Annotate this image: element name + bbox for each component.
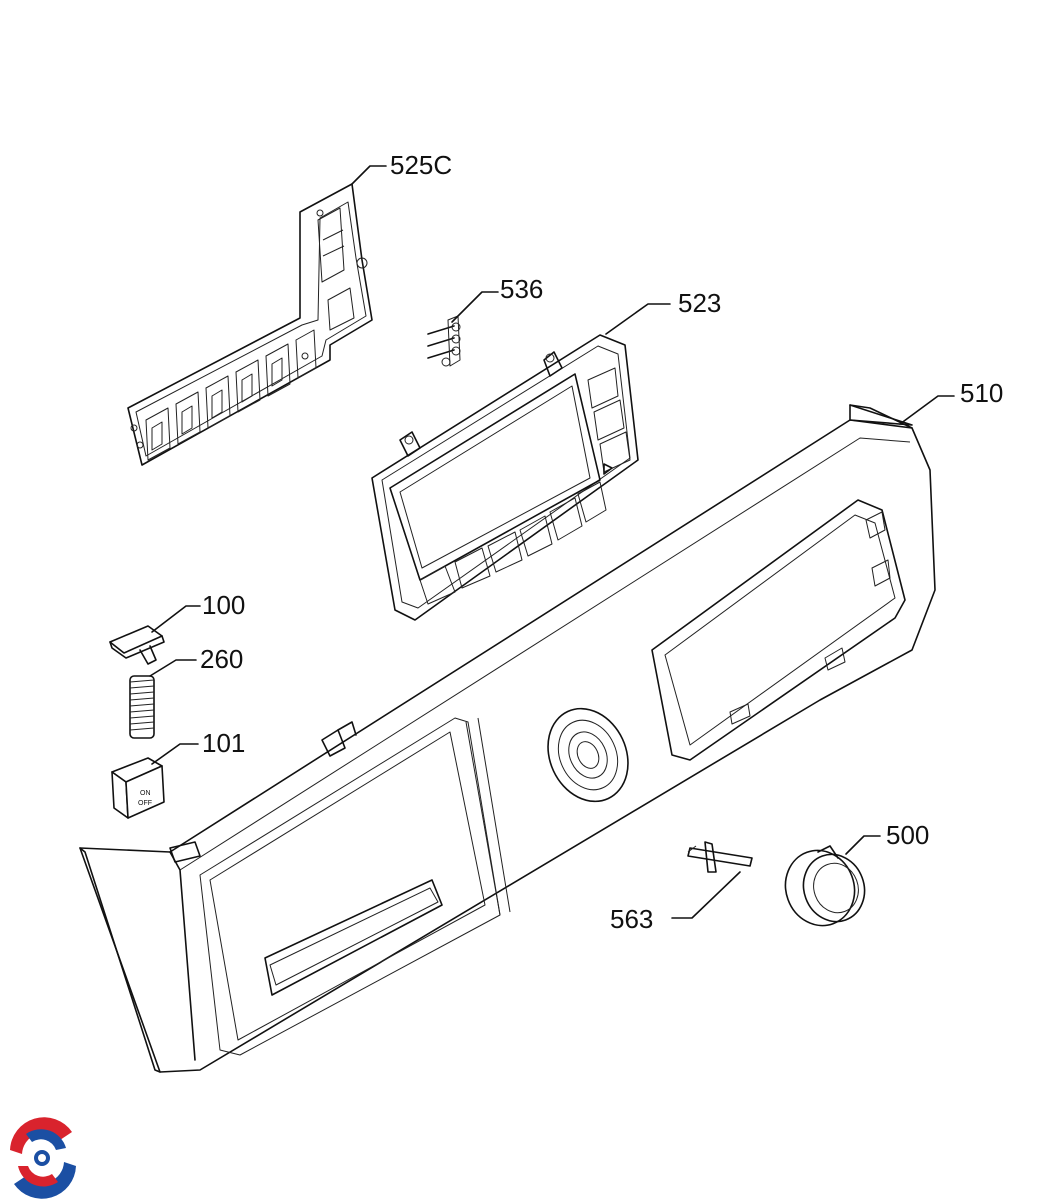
callout-260: 260 [200, 644, 243, 674]
callout-523: 523 [678, 288, 721, 318]
callout-525c: 525C [390, 150, 452, 180]
callout-500: 500 [886, 820, 929, 850]
logo-blue-swoosh [14, 1162, 76, 1199]
part-260-spring [129, 675, 155, 739]
logo-red-swoosh [10, 1117, 72, 1154]
part-500-knob [784, 845, 866, 927]
leader-lines [149, 165, 955, 919]
part-536-connector [427, 315, 461, 367]
callout-536: 536 [500, 274, 543, 304]
part-523-display-module [371, 334, 639, 621]
callout-labels: 525C 536 523 510 100 260 101 500 563 [200, 150, 1003, 934]
callout-101: 101 [202, 728, 245, 758]
control-knob-seat [547, 707, 629, 803]
part-563-shaft [687, 841, 753, 873]
on-label: ON [140, 790, 151, 797]
part-101-switch-housing: ON OFF [111, 757, 165, 819]
callout-563: 563 [610, 904, 653, 934]
callout-510: 510 [960, 378, 1003, 408]
part-525c-switch-bracket [127, 183, 373, 466]
callout-100: 100 [202, 590, 245, 620]
part-100-button-cap [109, 625, 165, 665]
off-label: OFF [138, 800, 152, 807]
brand-logo [6, 1117, 78, 1199]
part-510-control-panel [79, 404, 936, 1073]
